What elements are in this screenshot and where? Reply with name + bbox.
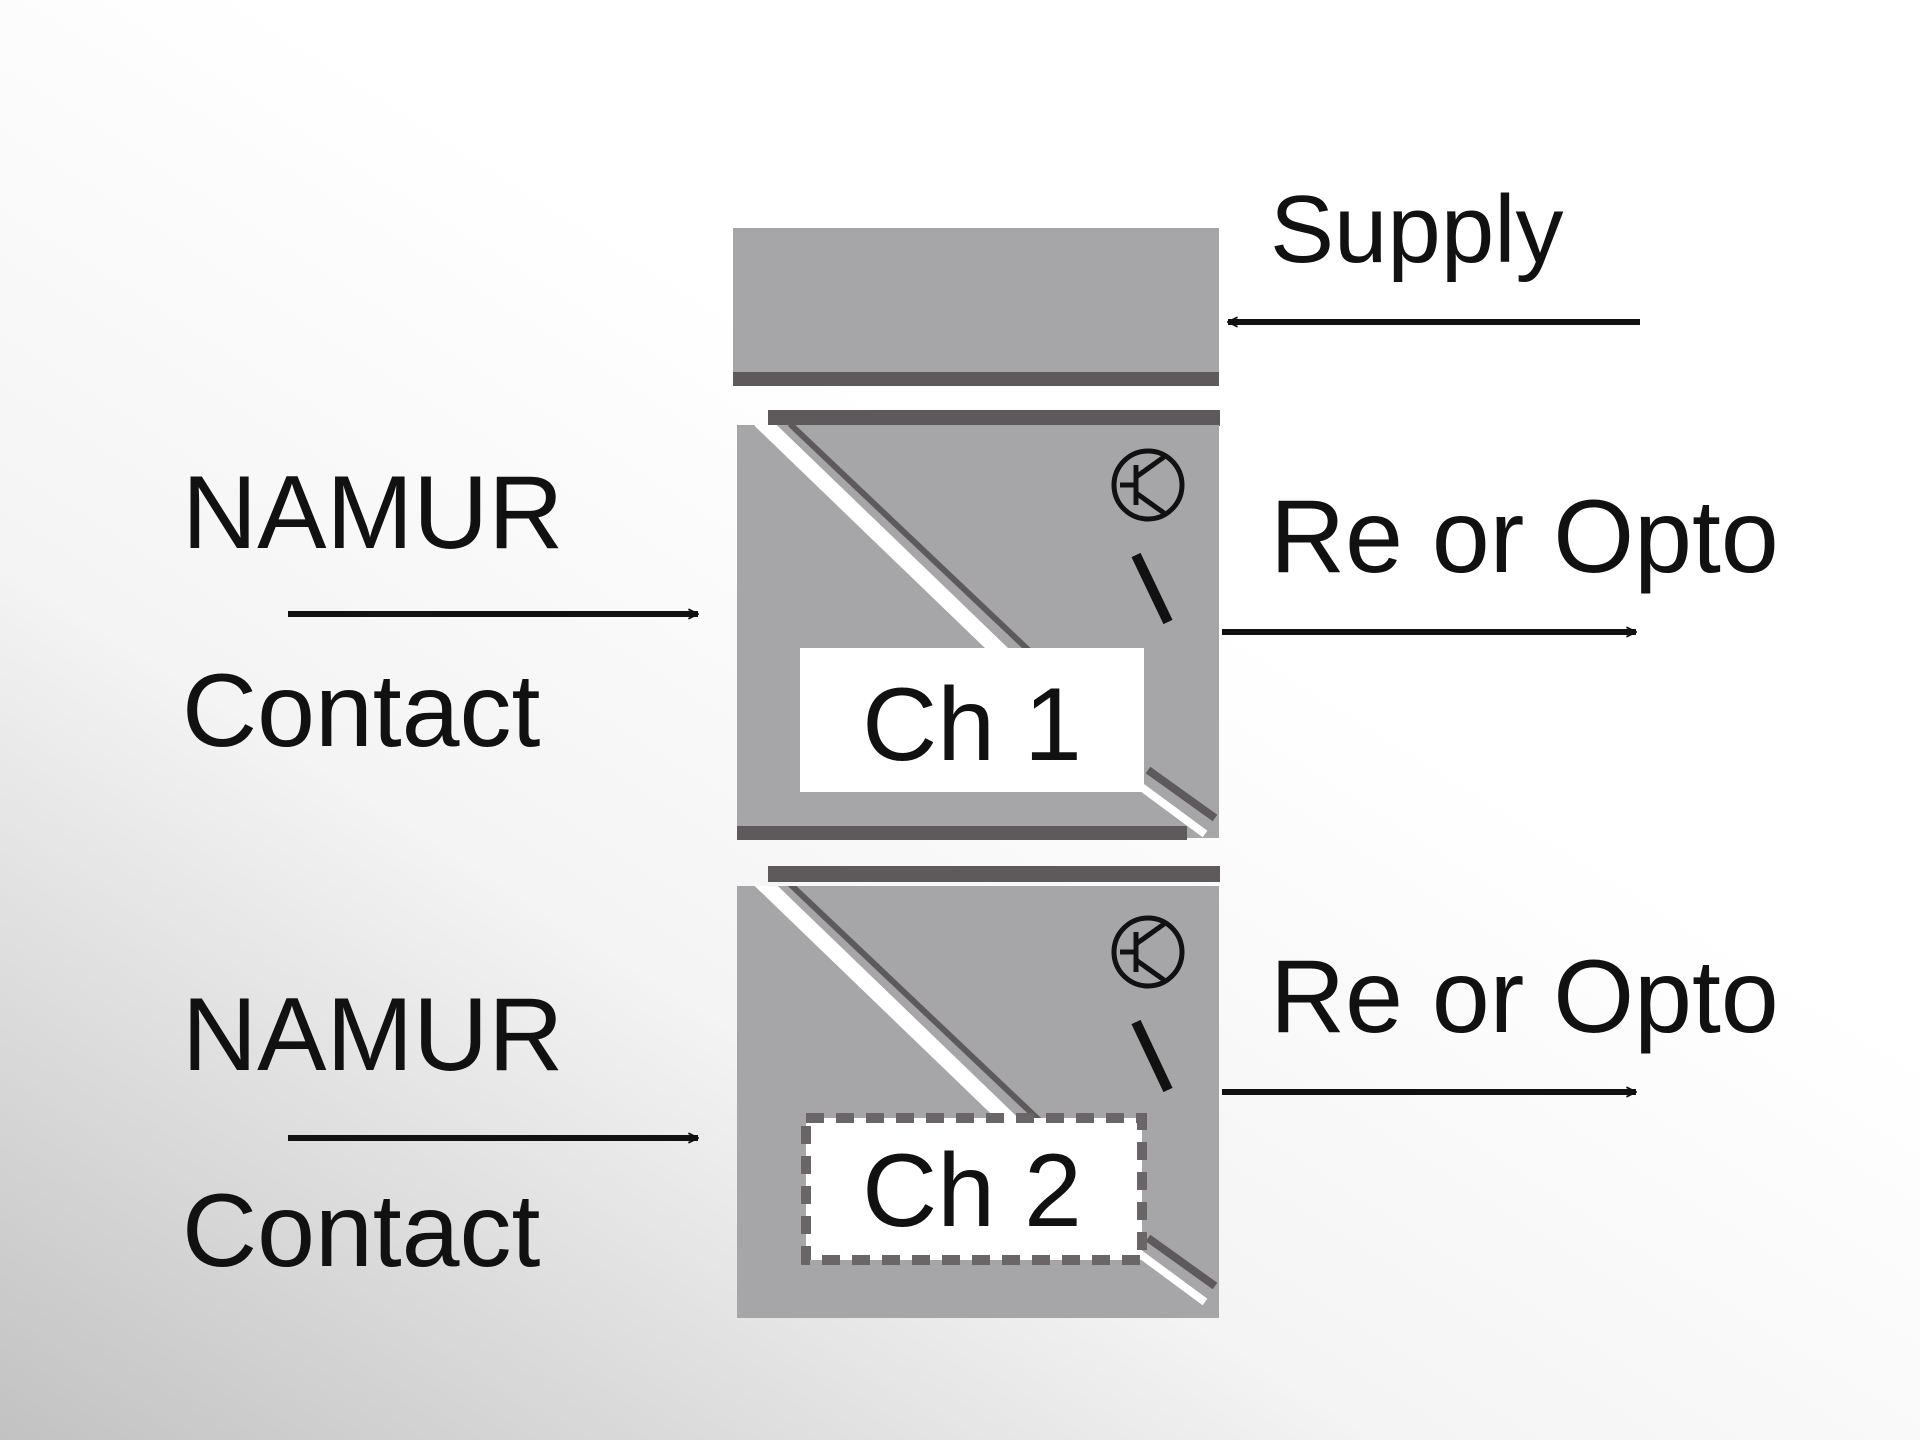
ch2-name: Ch 2 [862,1133,1082,1249]
ch2-diagonal-slash [754,886,1046,1156]
supply-block [733,228,1219,378]
channel-2-module: Ch 2 [737,866,1220,1318]
ch1-input-label-line2: Contact [182,653,541,769]
channel-1-module: Ch 1 [737,410,1220,840]
ch2-input-label-line2: Contact [182,1173,541,1289]
ch2-output-label: Re or Opto [1270,939,1779,1055]
transistor-icon [1111,915,1185,989]
ch1-top-edge [768,410,1220,426]
ch2-input-label-line1: NAMUR [182,977,563,1093]
ch2-corner-slash [1145,1234,1218,1290]
ch2-label-box [801,1113,1147,1265]
ch1-output-label: Re or Opto [1270,479,1779,595]
ch1-label-box [800,648,1144,792]
ch2-top-edge [768,866,1220,882]
switch-contact-icon [1131,1019,1173,1093]
switch-contact-icon [1131,552,1173,625]
ch1-diagonal-slash [754,425,1046,696]
ch1-bottom-edge [737,826,1187,840]
ch1-corner-slash [1145,766,1218,822]
transistor-icon [1111,448,1185,522]
ch1-name: Ch 1 [862,667,1082,783]
supply-block-edge [733,372,1219,386]
supply-label: Supply [1270,176,1564,283]
supply-module [733,228,1219,386]
ch1-input-label-line1: NAMUR [182,455,563,571]
